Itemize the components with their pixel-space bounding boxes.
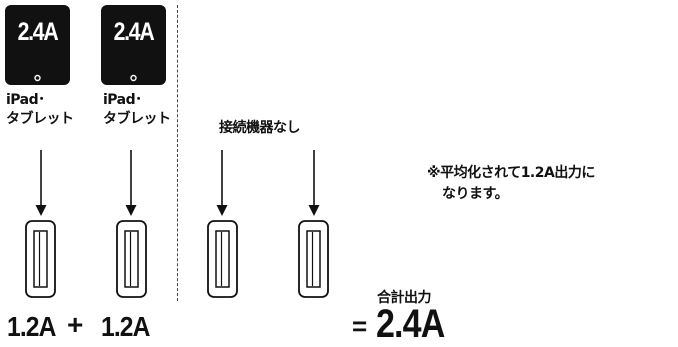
tablet-icon [5, 5, 70, 85]
port-output-1: 1.2A [7, 311, 56, 342]
device-label-1: iPad･ タブレット [6, 91, 74, 129]
divider-line [177, 5, 178, 301]
device-label-line2: タブレット [6, 111, 74, 127]
tablet-2: 2.4A [100, 4, 167, 86]
usb-port-icon [25, 220, 56, 298]
usb-port-icon [298, 220, 329, 298]
total-output-label: 合計出力 [377, 290, 432, 306]
note-line2: なります。 [442, 186, 509, 202]
device-label-line1: iPad･ [6, 92, 45, 108]
note-text: ※平均化されて1.2A出力に なります。 [427, 163, 595, 205]
arrow-down-icon [125, 150, 137, 216]
device-label-line2: タブレット [103, 111, 171, 127]
tablet-screen-value: 2.4A [113, 18, 155, 46]
device-label-2: iPad･ タブレット [103, 91, 171, 129]
arrow-down-icon [216, 150, 228, 216]
tablet-screen-value: 2.4A [17, 18, 59, 46]
equals-sign: = [352, 311, 368, 341]
arrow-down-icon [35, 150, 47, 216]
port-output-2: 1.2A [101, 311, 150, 342]
no-device-label: 接続機器なし [219, 120, 301, 136]
usb-port-icon [116, 220, 147, 298]
device-label-line1: iPad･ [103, 92, 142, 108]
usb-port-icon [207, 220, 238, 298]
plus-sign: + [67, 309, 84, 340]
note-line1: ※平均化されて1.2A出力に [427, 165, 595, 181]
total-output-value: 2.4A [376, 302, 445, 346]
arrow-down-icon [308, 150, 320, 216]
tablet-1: 2.4A [4, 4, 71, 86]
tablet-icon [101, 5, 166, 85]
